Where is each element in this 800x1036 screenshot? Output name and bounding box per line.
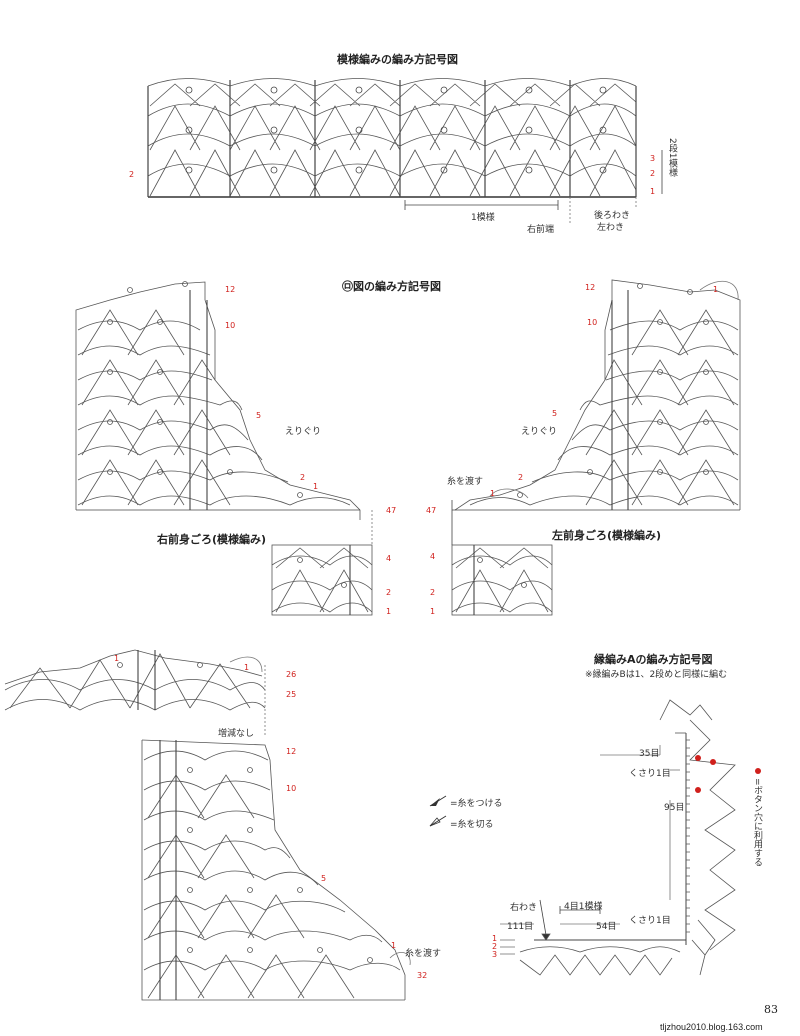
- lf-lower-row-4: 4: [430, 552, 436, 561]
- left-front-lower-chart: [451, 500, 553, 616]
- edge-111-label: 111目: [507, 922, 534, 932]
- edge-chain1-bottom-label: くさり1目: [629, 916, 671, 926]
- legend-attach-label: =糸をつける: [450, 799, 503, 809]
- rf-row-12: 12: [225, 285, 236, 294]
- top-row-3-label: 3: [650, 154, 656, 163]
- lf-row-10: 10: [587, 318, 598, 327]
- lf-row-2: 2: [518, 473, 524, 482]
- rf-title: 右前身ごろ(模様編み): [157, 533, 267, 546]
- edge-row-1: 1: [492, 934, 498, 943]
- bottom-row-1: 1: [391, 941, 397, 950]
- top-left-side-label: 左わき: [597, 223, 625, 233]
- lf-row-5: 5: [552, 409, 558, 418]
- edge-chart-note: ※縁編みBは1、2段めと同様に編む: [585, 670, 728, 680]
- edge-35-label: 35目: [639, 749, 660, 759]
- edge-repeat-label: 4目1模様: [564, 902, 603, 912]
- bottom-yoke-chart: [4, 649, 266, 735]
- rf-lower-row-4: 4: [386, 554, 392, 563]
- bottom-no-change-label: 増減なし: [218, 729, 255, 739]
- page-number: 83: [764, 1003, 778, 1016]
- bottom-row-5: 5: [321, 874, 327, 883]
- legend-symbols: [429, 795, 447, 827]
- lf-lower-row-1: 1: [430, 607, 436, 616]
- top-row-1-label: 1: [650, 187, 656, 196]
- source-url: tljzhou2010.blog.163.com: [660, 1022, 763, 1032]
- rf-row-2: 2: [300, 473, 306, 482]
- top-pattern-chart: [147, 78, 663, 225]
- rf-row-1: 1: [313, 482, 319, 491]
- lf-title: 左前身ごろ(模様編み): [552, 529, 662, 542]
- top-row-left-label: 2: [129, 170, 135, 179]
- bottom-row-10: 10: [286, 784, 297, 793]
- rf-lower-row-1: 1: [386, 607, 392, 616]
- middle-chart-title: ㋺図の編み方記号図: [342, 280, 441, 293]
- rf-row-5: 5: [256, 411, 262, 420]
- edge-row-3: 3: [492, 950, 498, 959]
- bottom-row-12: 12: [286, 747, 297, 756]
- bottom-row-26: 26: [286, 670, 297, 679]
- rf-row-47: 47: [386, 506, 397, 515]
- bottom-row-1-right: 1: [244, 663, 250, 672]
- bottom-row-25: 25: [286, 690, 297, 699]
- edge-95-text: 95目: [664, 803, 685, 813]
- rf-neckline-label: えりぐり: [285, 427, 322, 437]
- button-hole-markers: [695, 755, 761, 793]
- top-back-slit-label: 後ろわき: [594, 211, 631, 221]
- top-chart-title: 模様編みの編み方記号図: [337, 53, 458, 66]
- left-front-chart: [452, 279, 741, 511]
- edge-chart-title: 縁編みAの編み方記号図: [594, 653, 713, 666]
- top-repeat-note: 2段1模様: [667, 138, 677, 177]
- repeat-marker: [559, 906, 601, 914]
- top-row-2-label: 2: [650, 169, 656, 178]
- edge-54-label: 54目: [596, 922, 617, 932]
- bottom-pass-yarn-label: 糸を渡す: [405, 949, 442, 959]
- top-right-edge-label: 右前端: [527, 225, 555, 235]
- top-repeat-label: 1模様: [471, 213, 495, 223]
- edge-95-label: 95目: [664, 800, 684, 813]
- edge-chart: [500, 699, 736, 976]
- edge-row-2: 2: [492, 942, 498, 951]
- lf-row-12: 12: [585, 283, 596, 292]
- lf-row-1: 1: [490, 489, 496, 498]
- legend-cut-label: =糸を切る: [450, 820, 494, 830]
- bottom-row-1-left: 1: [114, 654, 120, 663]
- lf-row-1-top: 1: [713, 285, 719, 294]
- lf-lower-row-2: 2: [430, 588, 436, 597]
- bottom-row-32: 32: [417, 971, 428, 980]
- edge-right-side-label: 右わき: [510, 903, 538, 913]
- lf-neckline-label: えりぐり: [521, 427, 558, 437]
- bottom-body-chart: [141, 739, 411, 1001]
- right-front-lower-chart: [271, 510, 373, 616]
- edge-chain1-top-label: くさり1目: [629, 769, 671, 779]
- rf-row-10: 10: [225, 321, 236, 330]
- right-front-chart: [75, 281, 361, 520]
- lf-pass-yarn-label: 糸を渡す: [447, 477, 484, 487]
- rf-lower-row-2: 2: [386, 588, 392, 597]
- button-hole-note: =ボタン穴に利用する: [752, 778, 762, 867]
- lf-row-47: 47: [426, 506, 437, 515]
